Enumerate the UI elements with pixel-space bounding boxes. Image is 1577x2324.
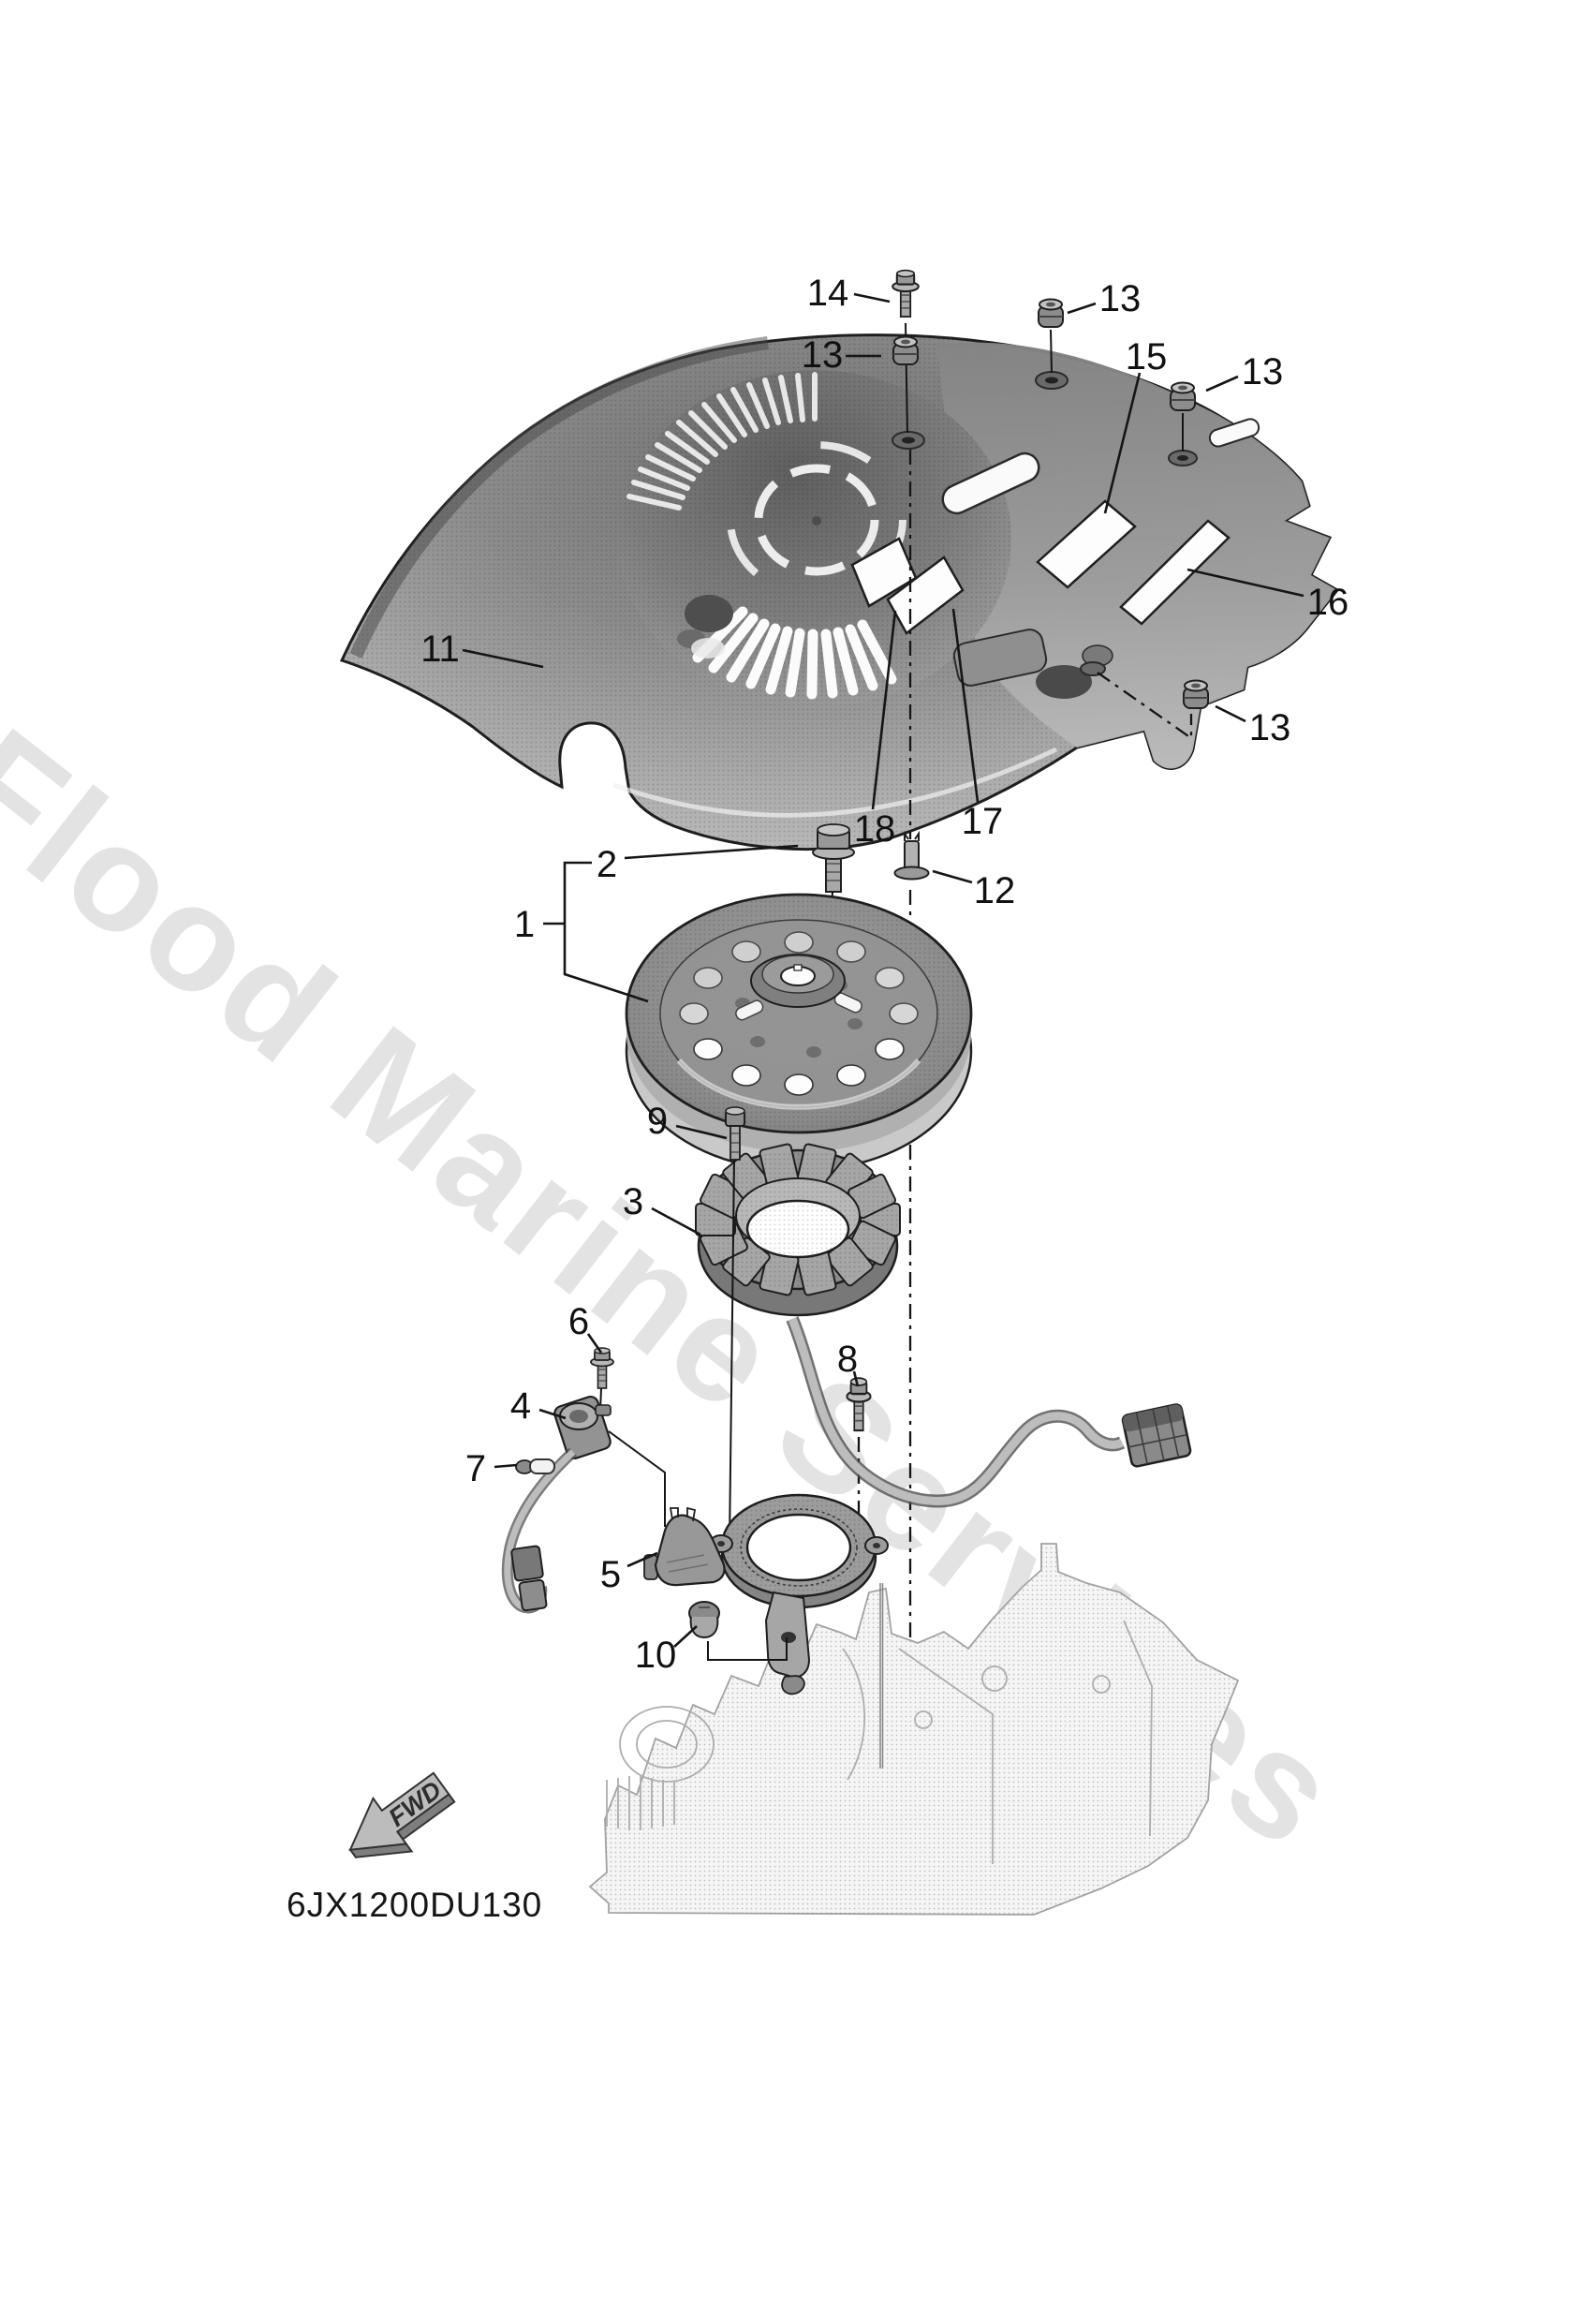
callout-label-4: 4 <box>510 1385 531 1427</box>
cover-vent-hatch <box>626 372 818 511</box>
sticker-16 <box>1119 519 1231 626</box>
cover-slot-hole-small <box>1208 418 1260 448</box>
callout-label-6: 6 <box>568 1301 589 1342</box>
callout-label-1: 1 <box>514 904 535 945</box>
flywheel-cover <box>340 333 1339 851</box>
cover-fan-slots <box>692 606 897 700</box>
leader-4-to-5 <box>608 1430 666 1527</box>
grommet-13d <box>1183 679 1209 709</box>
callout-label-18: 18 <box>854 808 896 850</box>
callout-label-10: 10 <box>635 1635 677 1676</box>
callout-label-5: 5 <box>600 1554 621 1595</box>
part-code: 6JX1200DU130 <box>287 1886 542 1924</box>
callout-label-3: 3 <box>623 1181 643 1222</box>
bracket-5 <box>643 1506 726 1587</box>
pulser-base-ring <box>709 1493 889 1695</box>
grommet-13a <box>892 335 919 365</box>
leader-lines <box>462 292 1304 1648</box>
callout-label-8: 8 <box>837 1339 858 1380</box>
fwd-arrow: FWD <box>348 1771 456 1858</box>
callout-label-17: 17 <box>962 801 1004 842</box>
callout-label-2: 2 <box>597 844 617 885</box>
callout-label-9: 9 <box>647 1101 668 1142</box>
callout-label-13d: 13 <box>1249 707 1291 748</box>
flywheel-rotor <box>625 893 973 1173</box>
cover-hole <box>685 595 733 632</box>
callout-label-12: 12 <box>974 870 1016 911</box>
pulser-coil-4 <box>553 1395 612 1460</box>
leader-10-bracket <box>707 1637 788 1661</box>
grommet-13b <box>1038 298 1064 328</box>
callout-label-15: 15 <box>1126 336 1168 377</box>
sticker-15 <box>1036 499 1137 589</box>
dowel-pin-12 <box>893 830 930 881</box>
callout-label-13b: 13 <box>1099 278 1142 319</box>
callout-label-16: 16 <box>1307 582 1349 623</box>
cover-slot-hole <box>941 451 1040 515</box>
bolt-6 <box>590 1347 614 1389</box>
callout-label-14: 14 <box>807 273 849 314</box>
callout-label-7: 7 <box>465 1448 486 1489</box>
callout-label-11: 11 <box>420 629 460 670</box>
stator-assembly <box>695 1143 1192 1508</box>
callout-label-13c: 13 <box>1242 351 1284 392</box>
cover-grommet-holes <box>892 371 1198 676</box>
pulser-coil-connectors <box>510 1545 548 1612</box>
grommet13d-axis-line <box>1097 672 1193 741</box>
damper-10 <box>688 1601 720 1639</box>
bolt-9 <box>725 1106 745 1545</box>
clip-7 <box>515 1458 555 1474</box>
sticker-17 <box>886 555 965 635</box>
stator-wire-connector <box>1121 1403 1192 1468</box>
callout-label-13a: 13 <box>802 334 844 376</box>
cover-emblem <box>727 441 906 599</box>
engine-block <box>588 1543 1240 1916</box>
bolt-14 <box>892 269 920 318</box>
grommet-13c <box>1170 381 1196 411</box>
flywheel-hub <box>750 954 846 1008</box>
